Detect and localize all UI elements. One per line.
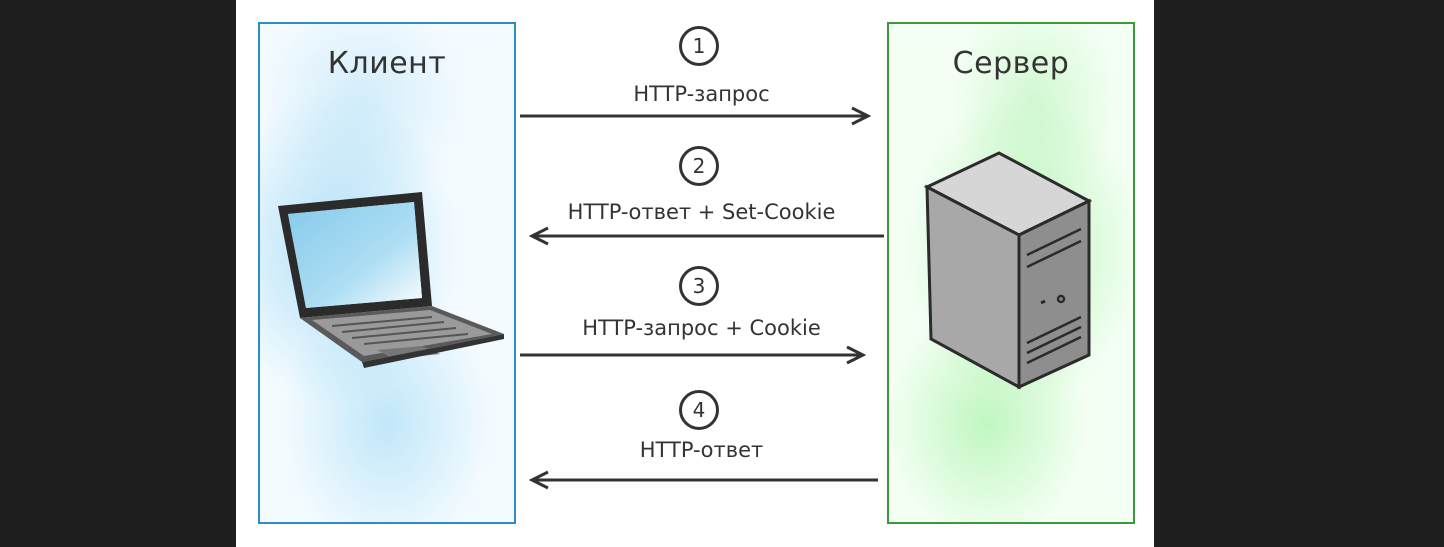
step-number: 3 — [679, 266, 719, 306]
step-number: 1 — [679, 26, 719, 66]
client-panel: Клиент — [258, 22, 516, 524]
step-4: 4 HTTP-ответ — [516, 386, 887, 506]
step-3: 3 HTTP-запрос + Cookie — [516, 262, 887, 382]
arrow-right-icon — [520, 345, 867, 365]
step-2: 2 HTTP-ответ + Set-Cookie — [516, 142, 887, 262]
step-label: HTTP-запрос + Cookie — [582, 316, 821, 340]
step-number: 4 — [679, 390, 719, 430]
arrow-right-icon — [520, 106, 872, 126]
server-title: Сервер — [952, 46, 1070, 81]
step-label: HTTP-ответ — [639, 438, 764, 462]
server-tower-icon — [923, 151, 1093, 390]
arrow-left-icon — [528, 470, 878, 490]
step-number: 2 — [679, 146, 719, 186]
step-1: 1 HTTP-запрос — [516, 22, 887, 142]
arrow-left-icon — [528, 226, 884, 246]
diagram-canvas: Клиент — [236, 0, 1154, 547]
client-title: Клиент — [327, 46, 447, 81]
step-label: HTTP-запрос — [633, 82, 770, 106]
step-label: HTTP-ответ + Set-Cookie — [567, 200, 836, 224]
server-panel: Сервер — [887, 22, 1135, 524]
laptop-icon — [278, 192, 504, 368]
